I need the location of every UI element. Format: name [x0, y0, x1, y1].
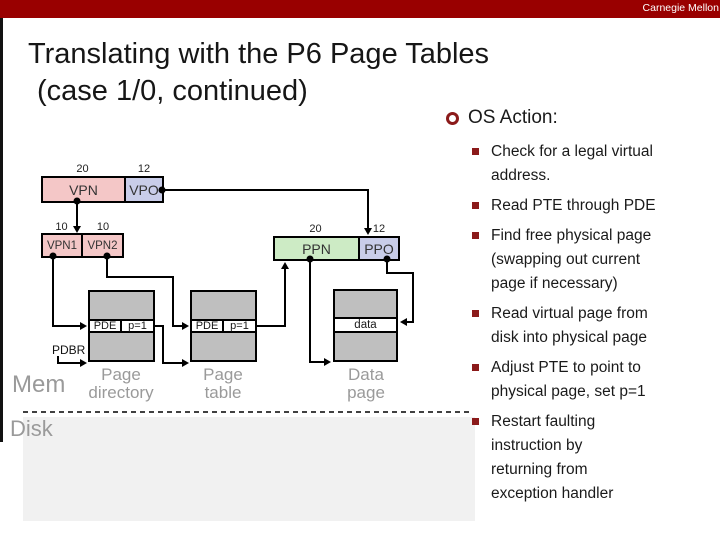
- page-table-entry-row: PDE p=1: [192, 319, 255, 333]
- vpo-bits-label: 12: [137, 163, 151, 175]
- ppn-bits-label: 20: [309, 223, 322, 235]
- os-action-item-text: Read PTE through PDE: [491, 194, 656, 218]
- pdbr-label: PDBR: [52, 343, 86, 357]
- os-action-item-text: Restart faulting instruction by returnin…: [491, 410, 613, 506]
- square-bullet-icon: [472, 232, 479, 239]
- os-action-item-text: Check for a legal virtual address.: [491, 140, 653, 188]
- os-action-heading: OS Action:: [468, 107, 558, 128]
- ppo-cell: PPO: [358, 238, 398, 259]
- mem-label: Mem: [12, 371, 66, 398]
- os-action-panel: OS Action: Check for a legal virtual add…: [446, 106, 718, 512]
- bullet-line: Check for a legal virtual: [491, 143, 653, 160]
- page-directory-box: PDE p=1: [88, 290, 155, 362]
- vpn-split-box: VPN1 VPN2: [41, 233, 124, 258]
- os-action-item: Adjust PTE to point to physical page, se…: [472, 356, 718, 404]
- bullet-line: disk into physical page: [491, 329, 647, 346]
- vpn1-cell: VPN1: [43, 235, 81, 256]
- pte-flag-cell: p=1: [222, 320, 255, 332]
- bullet-line: address.: [491, 167, 551, 184]
- disk-label: Disk: [10, 416, 53, 441]
- bullet-line: Restart faulting: [491, 413, 596, 430]
- bullet-line: instruction by: [491, 437, 583, 454]
- vpn1-bits-label: 10: [55, 221, 68, 233]
- bullet-line: Find free physical page: [491, 227, 652, 244]
- bullet-line: exception handler: [491, 485, 614, 502]
- title-line-2: (case 1/0, continued): [37, 75, 308, 107]
- os-action-item: Find free physical page (swapping out cu…: [472, 224, 718, 296]
- os-action-item-text: Adjust PTE to point to physical page, se…: [491, 356, 646, 404]
- page-directory-label: Page directory: [76, 366, 166, 402]
- brand-text: Carnegie Mellon: [642, 2, 719, 14]
- page-title: Translating with the P6 Page Tables (cas…: [28, 36, 489, 110]
- os-action-item: Restart faulting instruction by returnin…: [472, 410, 718, 506]
- vpn2-bits-label: 10: [96, 221, 110, 233]
- ring-bullet-icon: [446, 111, 459, 125]
- os-action-item-text: Find free physical page (swapping out cu…: [491, 224, 651, 296]
- page-table-label-line1: Page: [203, 365, 243, 384]
- bullet-line: Read PTE through PDE: [491, 197, 656, 214]
- banner: Carnegie Mellon: [0, 0, 720, 18]
- data-row: data: [335, 317, 396, 333]
- slide-edge-strip: [0, 18, 3, 442]
- title-line-1: Translating with the P6 Page Tables: [28, 38, 490, 70]
- vpo-cell: VPO: [124, 178, 162, 201]
- vpn2-cell: VPN2: [81, 235, 122, 256]
- page-table-label-line2: table: [204, 383, 242, 402]
- os-action-heading-row: OS Action:: [446, 106, 718, 130]
- square-bullet-icon: [472, 418, 479, 425]
- ppn-cell: PPN: [275, 238, 358, 259]
- bullet-line: page if necessary): [491, 275, 618, 292]
- pte-entry-cell: PDE: [195, 320, 219, 332]
- vpn-cell: VPN: [43, 178, 124, 201]
- page-table-label: Page table: [183, 366, 263, 402]
- os-action-list: Check for a legal virtual address. Read …: [472, 140, 718, 506]
- vpn-bits-label: 20: [76, 163, 89, 175]
- bullet-line: Adjust PTE to point to: [491, 359, 641, 376]
- data-page-label-line1: Data: [348, 365, 384, 384]
- virtual-address-box: VPN VPO: [41, 176, 164, 203]
- square-bullet-icon: [472, 202, 479, 209]
- pde-row: PDE p=1: [90, 319, 153, 333]
- pde-entry-cell: PDE: [93, 320, 117, 332]
- bullet-line: Read virtual page from: [491, 305, 648, 322]
- page-directory-label-line1: Page: [101, 365, 141, 384]
- disk-region: [23, 417, 475, 521]
- bullet-line: physical page, set p=1: [491, 383, 646, 400]
- ppo-bits-label: 12: [372, 223, 386, 235]
- os-action-item: Read PTE through PDE: [472, 194, 718, 218]
- os-action-item-text: Read virtual page from disk into physica…: [491, 302, 648, 350]
- square-bullet-icon: [472, 148, 479, 155]
- square-bullet-icon: [472, 364, 479, 371]
- square-bullet-icon: [472, 310, 479, 317]
- page-directory-label-line2: directory: [88, 383, 154, 402]
- physical-address-box: PPN PPO: [273, 236, 400, 261]
- data-page-label-line2: page: [347, 383, 385, 402]
- pde-flag-cell: p=1: [120, 320, 153, 332]
- page-table-box: PDE p=1: [190, 290, 257, 362]
- bullet-line: (swapping out current: [491, 251, 641, 268]
- data-page-box: data: [333, 289, 398, 362]
- os-action-item: Check for a legal virtual address.: [472, 140, 718, 188]
- bullet-line: returning from: [491, 461, 588, 478]
- os-action-item: Read virtual page from disk into physica…: [472, 302, 718, 350]
- data-page-label: Data page: [326, 366, 406, 402]
